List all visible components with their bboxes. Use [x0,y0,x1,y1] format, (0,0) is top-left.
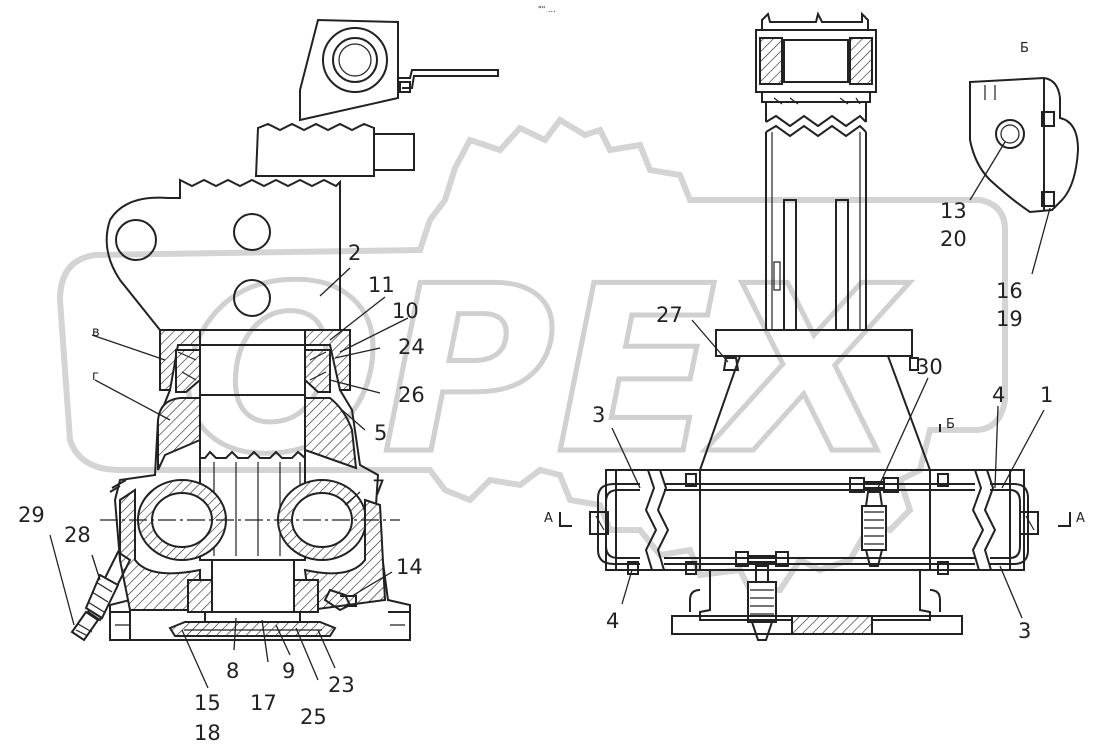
callout-labels: 2 11 10 24 26 5 7 14 28 29 8 9 17 25 23 … [18,41,1085,745]
callout-3-top: 3 [592,403,605,427]
view-b-title: Б [1020,41,1029,56]
right-callout-leaders [611,319,1045,619]
detail-view-b [969,76,1080,275]
callout-17: 17 [250,691,277,715]
label-v: в [92,325,100,340]
callout-5: 5 [374,421,387,445]
callout-16: 16 [996,279,1023,303]
watermark-text: OPEX [180,238,910,505]
callout-11: 11 [368,273,395,297]
callout-15: 15 [194,691,221,715]
callout-18: 18 [194,721,221,745]
callout-19: 19 [996,307,1023,331]
callout-1: 1 [1040,383,1053,407]
callout-13: 13 [940,199,967,223]
callout-27: 27 [656,303,683,327]
callout-26: 26 [398,383,425,407]
callout-2: 2 [348,241,361,265]
callout-29: 29 [18,503,45,527]
ring-gear-right [277,479,367,561]
callout-23: 23 [328,673,355,697]
callout-9: 9 [282,659,295,683]
fitting-30 [849,477,899,567]
right-front-view [559,11,1071,641]
callout-3-bottom: 3 [1018,619,1031,643]
section-a-right: А [1076,511,1085,526]
callout-28: 28 [64,523,91,547]
callout-7: 7 [372,476,385,500]
left-section-view [70,18,499,642]
top-mark: "" ... [538,5,556,14]
callout-24: 24 [398,335,425,359]
filter-fitting-28 [70,550,132,642]
section-a-left: А [544,511,553,526]
callout-14: 14 [396,555,423,579]
arrow-b-label: Б [946,417,955,432]
label-g: г [92,369,99,384]
callout-25: 25 [300,705,327,729]
bottom-fitting [735,551,789,641]
left-callout-leaders [49,267,409,689]
callout-10: 10 [392,299,419,323]
callout-8: 8 [226,659,239,683]
callout-4-top: 4 [992,383,1005,407]
callout-20: 20 [940,227,967,251]
callout-4-bottom: 4 [606,609,619,633]
callout-30: 30 [916,355,943,379]
